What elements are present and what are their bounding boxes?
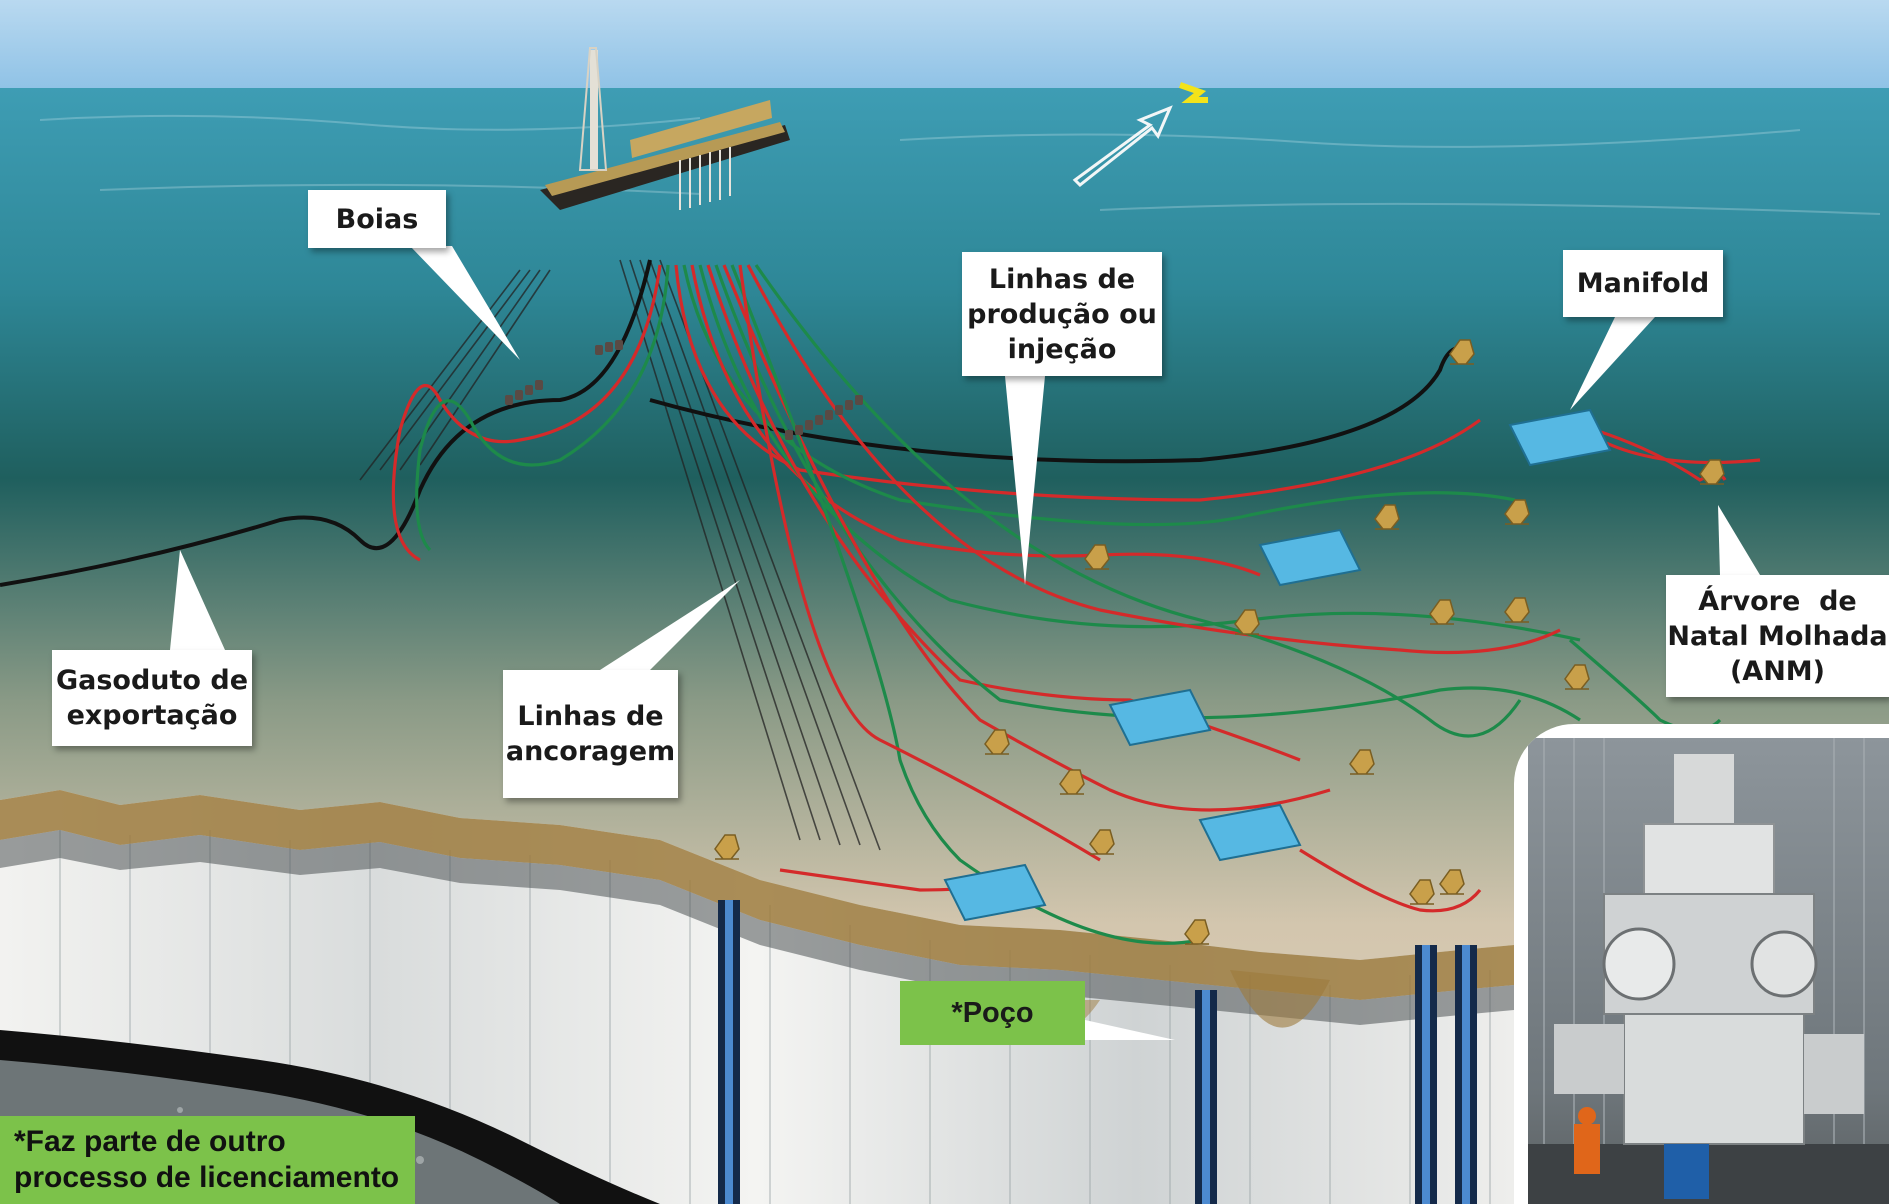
wet-christmas-tree-icon — [714, 339, 1725, 945]
label-linhas-producao-line2: produção ou — [967, 298, 1157, 330]
wet-christmas-tree-photo-drawing — [1528, 738, 1889, 1204]
label-manifold-text: Manifold — [1576, 268, 1710, 299]
label-linhas-ancoragem: Linhas de ancoragem — [503, 670, 678, 798]
label-arvore-natal: Árvore de Natal Molhada (ANM) — [1666, 575, 1889, 697]
label-linhas-ancoragem-line2: ancoragem — [505, 736, 676, 767]
label-arvore-natal-line1: Árvore de — [1698, 585, 1857, 617]
label-gasoduto-line2: exportação — [66, 700, 238, 731]
label-arvore-natal-line2: Natal Molhada — [1667, 620, 1888, 652]
label-poco-text: *Poço — [951, 996, 1034, 1029]
label-gasoduto: Gasoduto de exportação — [52, 650, 252, 746]
wet-christmas-tree-photo — [1514, 724, 1889, 1204]
export-pipeline — [0, 259, 1471, 587]
callout-pointers — [170, 246, 1760, 1040]
label-linhas-producao: Linhas de produção ou injeção — [962, 252, 1162, 376]
manifold-icon — [943, 408, 1612, 922]
buoy-icon — [505, 340, 863, 440]
label-arvore-natal-line3: (ANM) — [1729, 655, 1826, 687]
mooring-lines — [359, 259, 881, 851]
licensing-note-line2: processo de licenciamento — [14, 1161, 400, 1194]
worker-figure — [1574, 1124, 1600, 1174]
label-manifold: Manifold — [1563, 250, 1723, 317]
label-boias: Boias — [308, 190, 446, 248]
label-gasoduto-line1: Gasoduto de — [55, 665, 249, 696]
north-arrow-icon — [1072, 82, 1208, 188]
label-linhas-producao-line1: Linhas de — [988, 263, 1136, 295]
label-linhas-ancoragem-line1: Linhas de — [517, 701, 664, 732]
licensing-note-line1: *Faz parte de outro — [14, 1125, 286, 1158]
label-boias-text: Boias — [335, 203, 419, 235]
well-bores — [718, 900, 1477, 1204]
licensing-note: *Faz parte de outro processo de licencia… — [0, 1116, 415, 1204]
label-poco: *Poço — [900, 981, 1085, 1045]
fpso-ship-icon — [540, 47, 790, 210]
label-linhas-producao-line3: injeção — [1007, 333, 1117, 365]
